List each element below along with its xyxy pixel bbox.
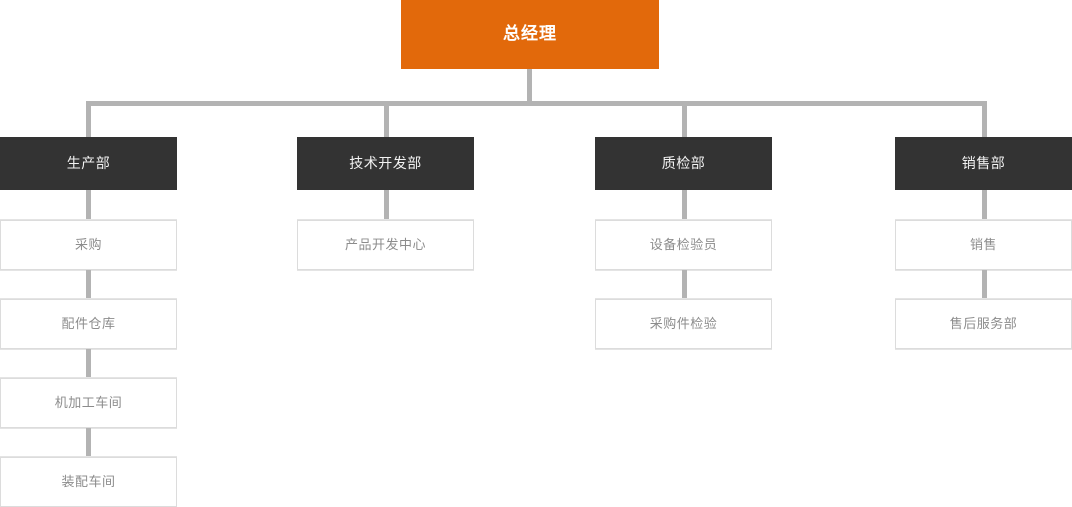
node-department-technology[interactable]: 技术开发部 [297, 137, 474, 190]
node-assembly-workshop[interactable]: 装配车间 [0, 457, 177, 507]
connector-drop-tech [384, 101, 389, 137]
connector-drop-production [86, 101, 91, 137]
node-label: 生产部 [66, 155, 111, 172]
connector-drop-sales [982, 101, 987, 137]
node-label: 配件仓库 [61, 316, 116, 332]
node-label: 销售 [969, 237, 997, 253]
connector-quality-to-child-1 [682, 190, 687, 222]
node-label: 售后服务部 [949, 316, 1018, 332]
node-label: 技术开发部 [349, 155, 422, 172]
node-label: 采购件检验 [649, 316, 718, 332]
connector-sales-to-child-1 [982, 190, 987, 222]
node-label: 装配车间 [61, 474, 116, 490]
connector-drop-quality [682, 101, 687, 137]
node-after-sales-service[interactable]: 售后服务部 [895, 299, 1072, 349]
node-label: 机加工车间 [54, 395, 123, 411]
node-product-development-center[interactable]: 产品开发中心 [297, 220, 474, 270]
node-machining-workshop[interactable]: 机加工车间 [0, 378, 177, 428]
node-parts-warehouse[interactable]: 配件仓库 [0, 299, 177, 349]
node-department-quality[interactable]: 质检部 [595, 137, 772, 190]
connector-sales-to-child-2 [982, 270, 987, 301]
node-label: 设备检验员 [649, 237, 718, 253]
node-equipment-inspector[interactable]: 设备检验员 [595, 220, 772, 270]
connector-technology-to-child-1 [384, 190, 389, 222]
node-label: 产品开发中心 [344, 237, 426, 253]
node-label: 采购 [74, 237, 102, 253]
node-department-production[interactable]: 生产部 [0, 137, 177, 190]
connector-production-to-child-4 [86, 428, 91, 459]
connector-production-to-child-1 [86, 190, 91, 222]
connector-quality-to-child-2 [682, 270, 687, 301]
node-label: 质检部 [661, 155, 706, 172]
node-sales[interactable]: 销售 [895, 220, 1072, 270]
node-procurement[interactable]: 采购 [0, 220, 177, 270]
node-department-sales[interactable]: 销售部 [895, 137, 1072, 190]
node-purchased-parts-inspection[interactable]: 采购件检验 [595, 299, 772, 349]
node-label: 总经理 [503, 24, 557, 44]
connector-production-to-child-2 [86, 270, 91, 301]
node-general-manager[interactable]: 总经理 [401, 0, 659, 69]
node-label: 销售部 [961, 155, 1006, 172]
connector-root-stem [527, 69, 532, 102]
connector-production-to-child-3 [86, 349, 91, 380]
connector-horizontal-bus [86, 101, 987, 106]
